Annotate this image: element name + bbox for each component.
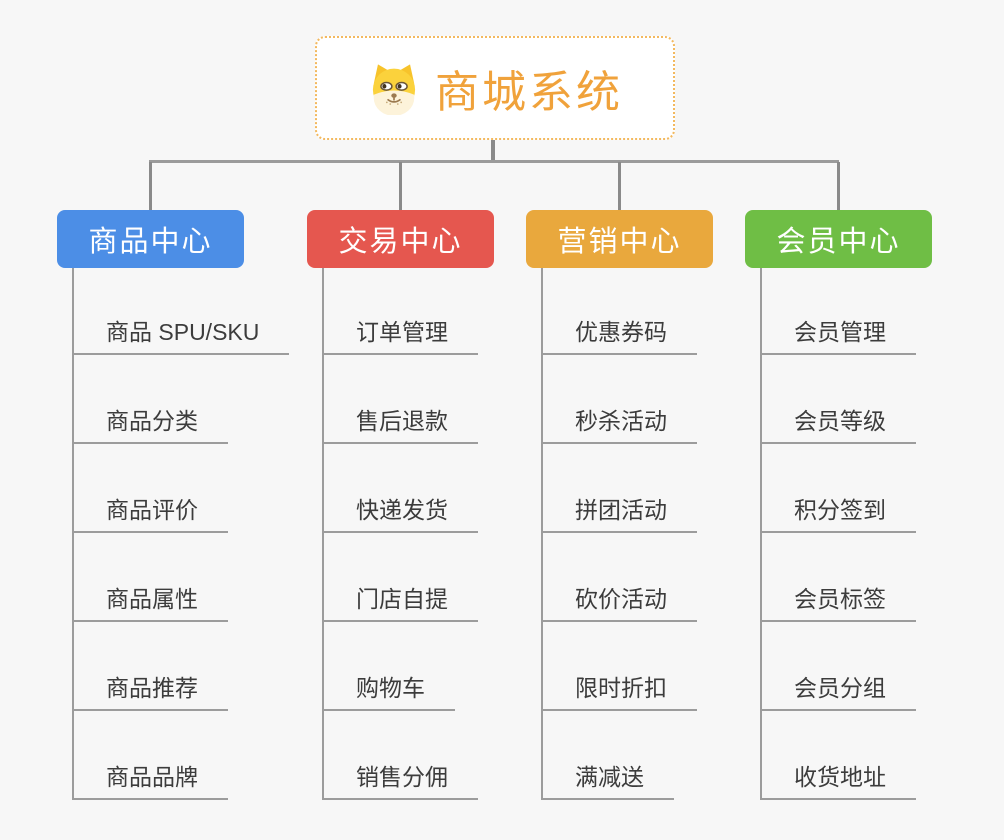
leaf-node[interactable]: 优惠券码 bbox=[541, 317, 697, 355]
branch-connector-drop bbox=[618, 162, 621, 210]
leaf-node[interactable]: 商品推荐 bbox=[72, 673, 228, 711]
branch-label: 营销中心 bbox=[557, 226, 682, 258]
leaf-node[interactable]: 商品分类 bbox=[72, 406, 228, 444]
root-title: 商城系统 bbox=[435, 68, 623, 117]
leaf-node[interactable]: 收货地址 bbox=[760, 762, 916, 800]
leaf-node[interactable]: 会员标签 bbox=[760, 584, 916, 622]
branch-column: 商品中心商品 SPU/SKU 商品分类商品评价商品属性商品推荐商品品牌 bbox=[57, 210, 307, 810]
branch-node-2[interactable]: 营销中心 bbox=[526, 210, 713, 268]
branch-child-connector-line bbox=[760, 268, 762, 800]
branch-column: 营销中心优惠券码秒杀活动拼团活动砍价活动限时折扣满减送 bbox=[526, 210, 776, 810]
branch-connector-drop bbox=[149, 162, 152, 210]
branch-child-connector-line bbox=[72, 268, 74, 800]
leaf-node[interactable]: 快递发货 bbox=[322, 495, 478, 533]
branch-label: 交易中心 bbox=[338, 226, 463, 258]
branch-connector-drop bbox=[399, 162, 402, 210]
leaf-node[interactable]: 会员等级 bbox=[760, 406, 916, 444]
leaf-node[interactable]: 拼团活动 bbox=[541, 495, 697, 533]
branch-connector-rail bbox=[149, 160, 839, 163]
leaf-node[interactable]: 销售分佣 bbox=[322, 762, 478, 800]
branch-connector-drop bbox=[837, 162, 840, 210]
branch-column: 交易中心订单管理售后退款快递发货门店自提购物车销售分佣 bbox=[307, 210, 557, 810]
branch-child-connector-line bbox=[322, 268, 324, 800]
leaf-node[interactable]: 商品品牌 bbox=[72, 762, 228, 800]
branch-node-3[interactable]: 会员中心 bbox=[745, 210, 932, 268]
leaf-node[interactable]: 门店自提 bbox=[322, 584, 478, 622]
leaf-node[interactable]: 积分签到 bbox=[760, 495, 916, 533]
leaf-node[interactable]: 秒杀活动 bbox=[541, 406, 697, 444]
root-node[interactable]: 商城系统 bbox=[315, 36, 675, 140]
leaf-node[interactable]: 满减送 bbox=[541, 762, 674, 800]
branch-node-0[interactable]: 商品中心 bbox=[57, 210, 244, 268]
leaf-node[interactable]: 商品评价 bbox=[72, 495, 228, 533]
leaf-node[interactable]: 会员分组 bbox=[760, 673, 916, 711]
leaf-node[interactable]: 商品 SPU/SKU bbox=[72, 317, 290, 355]
leaf-node[interactable]: 售后退款 bbox=[322, 406, 478, 444]
root-connector-stub bbox=[491, 140, 495, 161]
leaf-node[interactable]: 会员管理 bbox=[760, 317, 916, 355]
leaf-node[interactable]: 砍价活动 bbox=[541, 584, 697, 622]
leaf-node[interactable]: 购物车 bbox=[322, 673, 455, 711]
leaf-node[interactable]: 商品属性 bbox=[72, 584, 228, 622]
leaf-node[interactable]: 限时折扣 bbox=[541, 673, 697, 711]
branch-node-1[interactable]: 交易中心 bbox=[307, 210, 494, 268]
branch-label: 商品中心 bbox=[88, 226, 213, 258]
doge-icon bbox=[367, 61, 421, 115]
branch-child-connector-line bbox=[541, 268, 543, 800]
branch-label: 会员中心 bbox=[776, 226, 901, 258]
leaf-node[interactable]: 订单管理 bbox=[322, 317, 478, 355]
branch-column: 会员中心会员管理会员等级积分签到会员标签会员分组收货地址 bbox=[745, 210, 995, 810]
